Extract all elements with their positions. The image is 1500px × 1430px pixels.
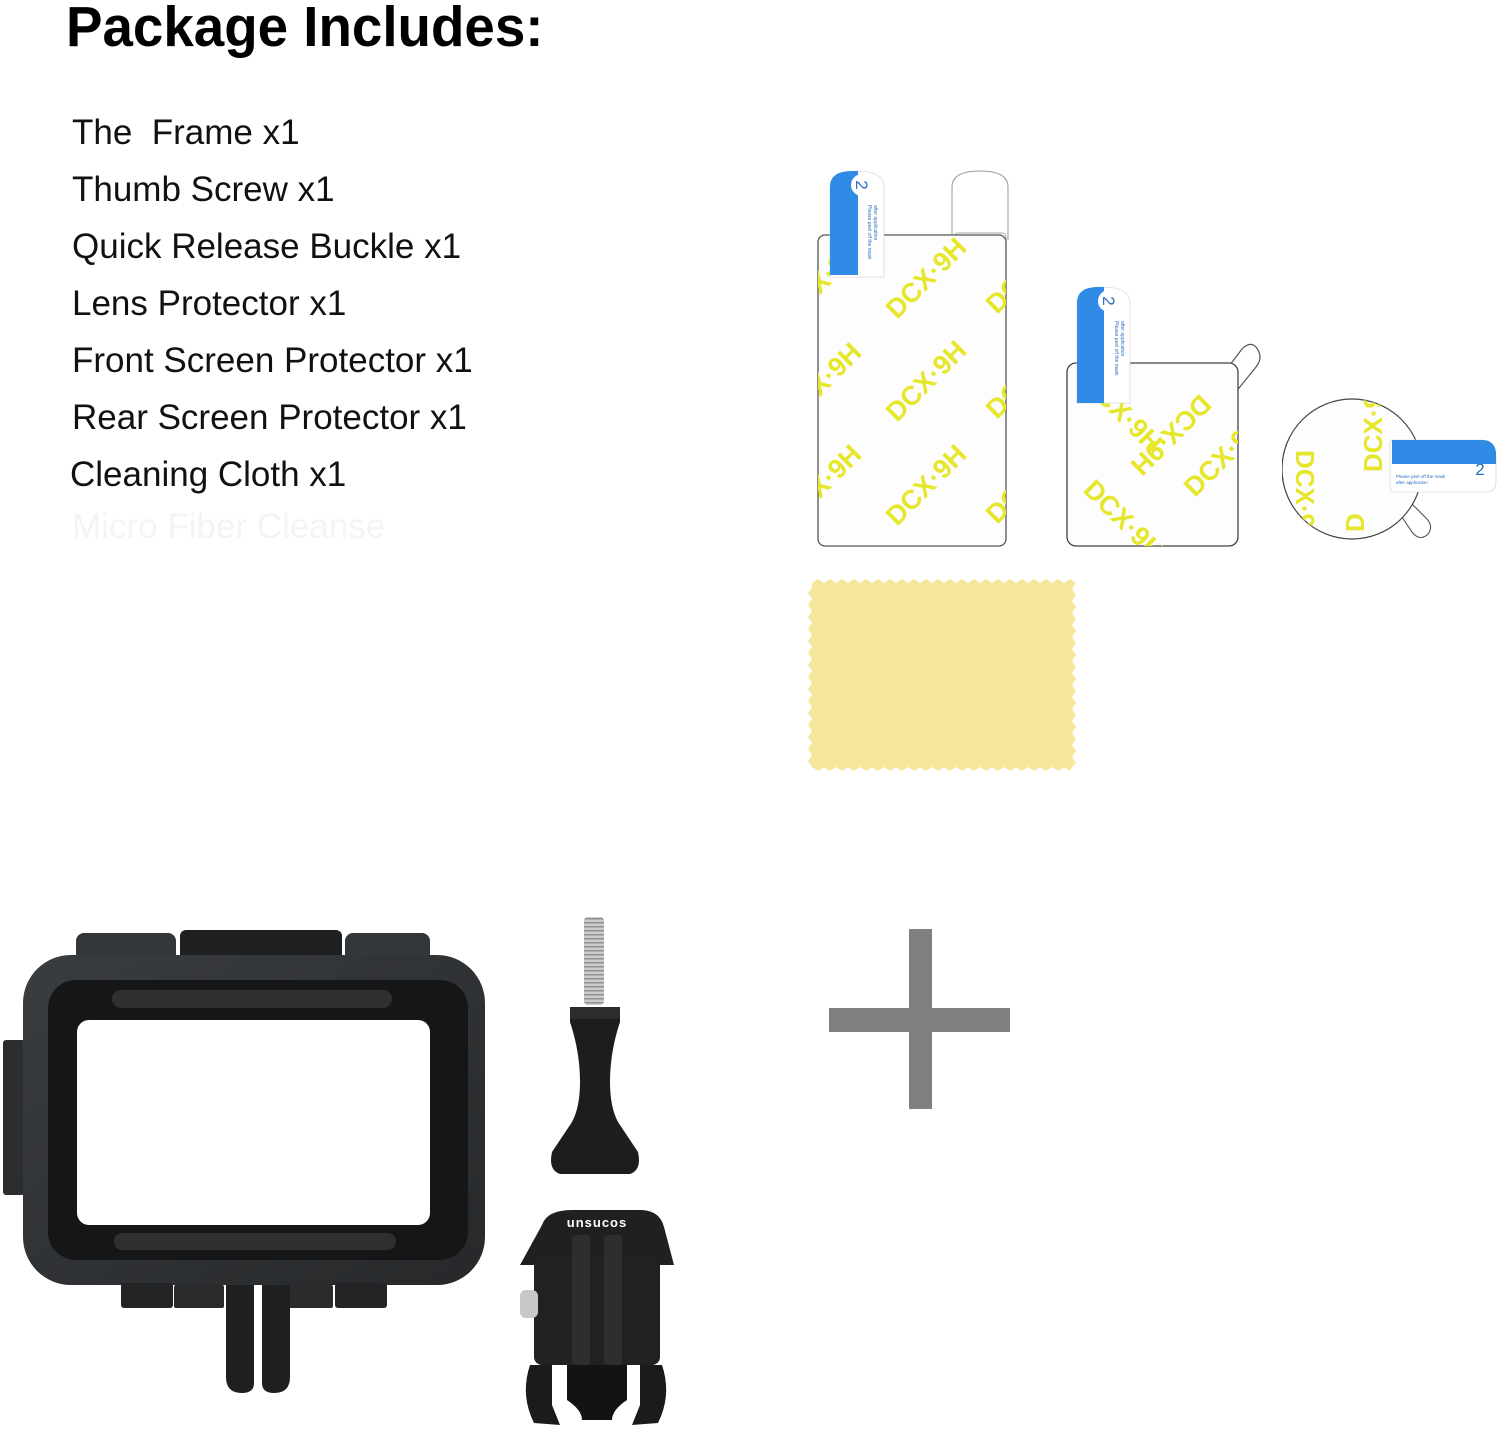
- list-item: Front Screen Protector x1: [72, 341, 473, 380]
- tab-text: after application: [1119, 321, 1125, 357]
- thumb-screw: [551, 917, 639, 1174]
- tab-number: 2: [852, 180, 871, 189]
- camera-frame: [3, 930, 485, 1393]
- tab-text: after application: [872, 205, 878, 241]
- quick-release-buckle: unsucos: [520, 1210, 674, 1425]
- peel-tab: 2 Please peel off the mask after applica…: [1389, 439, 1497, 493]
- tab-text: after application: [1396, 480, 1428, 485]
- tab-number: 2: [1475, 460, 1484, 479]
- rear-screen-protector: DCX·9H DCX·9H DCX·9H DCX·9H 2 Please pee…: [1066, 286, 1261, 547]
- list-item: Quick Release Buckle x1: [72, 227, 462, 266]
- list-item: Rear Screen Protector x1: [72, 398, 467, 437]
- tab-text: Please peel off the mask: [1396, 474, 1446, 479]
- list-item: Thumb Screw x1: [72, 170, 335, 209]
- cleaning-cloth: [808, 579, 1076, 771]
- ghost-list-item: Micro Fiber Cleanse: [72, 507, 386, 546]
- watermark-text: DCX·9H: [1358, 392, 1388, 472]
- list-item: The Frame x1: [72, 113, 300, 152]
- tab-text: Please peel off the mask: [866, 205, 872, 260]
- watermark-text: DCX·9H: [1290, 450, 1320, 547]
- plus-horizontal-bar: [829, 1008, 1010, 1032]
- peel-tab: 2 Please peel off the mask after applica…: [829, 170, 885, 278]
- list-item: Cleaning Cloth x1: [70, 455, 347, 494]
- lens-protector: DCX·9H DCX·9H D 2 Please peel off the ma…: [1282, 392, 1497, 547]
- front-screen-protector: DCX·9H DCX·9H DCX·9H DCX·9H DCX·9H DCX·9…: [817, 170, 1009, 547]
- brand-logo: unsucos: [567, 1215, 627, 1230]
- tab-number: 2: [1099, 296, 1118, 305]
- page-title: Package Includes:: [66, 0, 544, 59]
- list-item: Lens Protector x1: [72, 284, 347, 323]
- watermark-text: D: [1340, 513, 1370, 532]
- peel-tab: 2 Please peel off the mask after applica…: [1076, 286, 1131, 404]
- tab-text: Please peel off the mask: [1113, 321, 1119, 376]
